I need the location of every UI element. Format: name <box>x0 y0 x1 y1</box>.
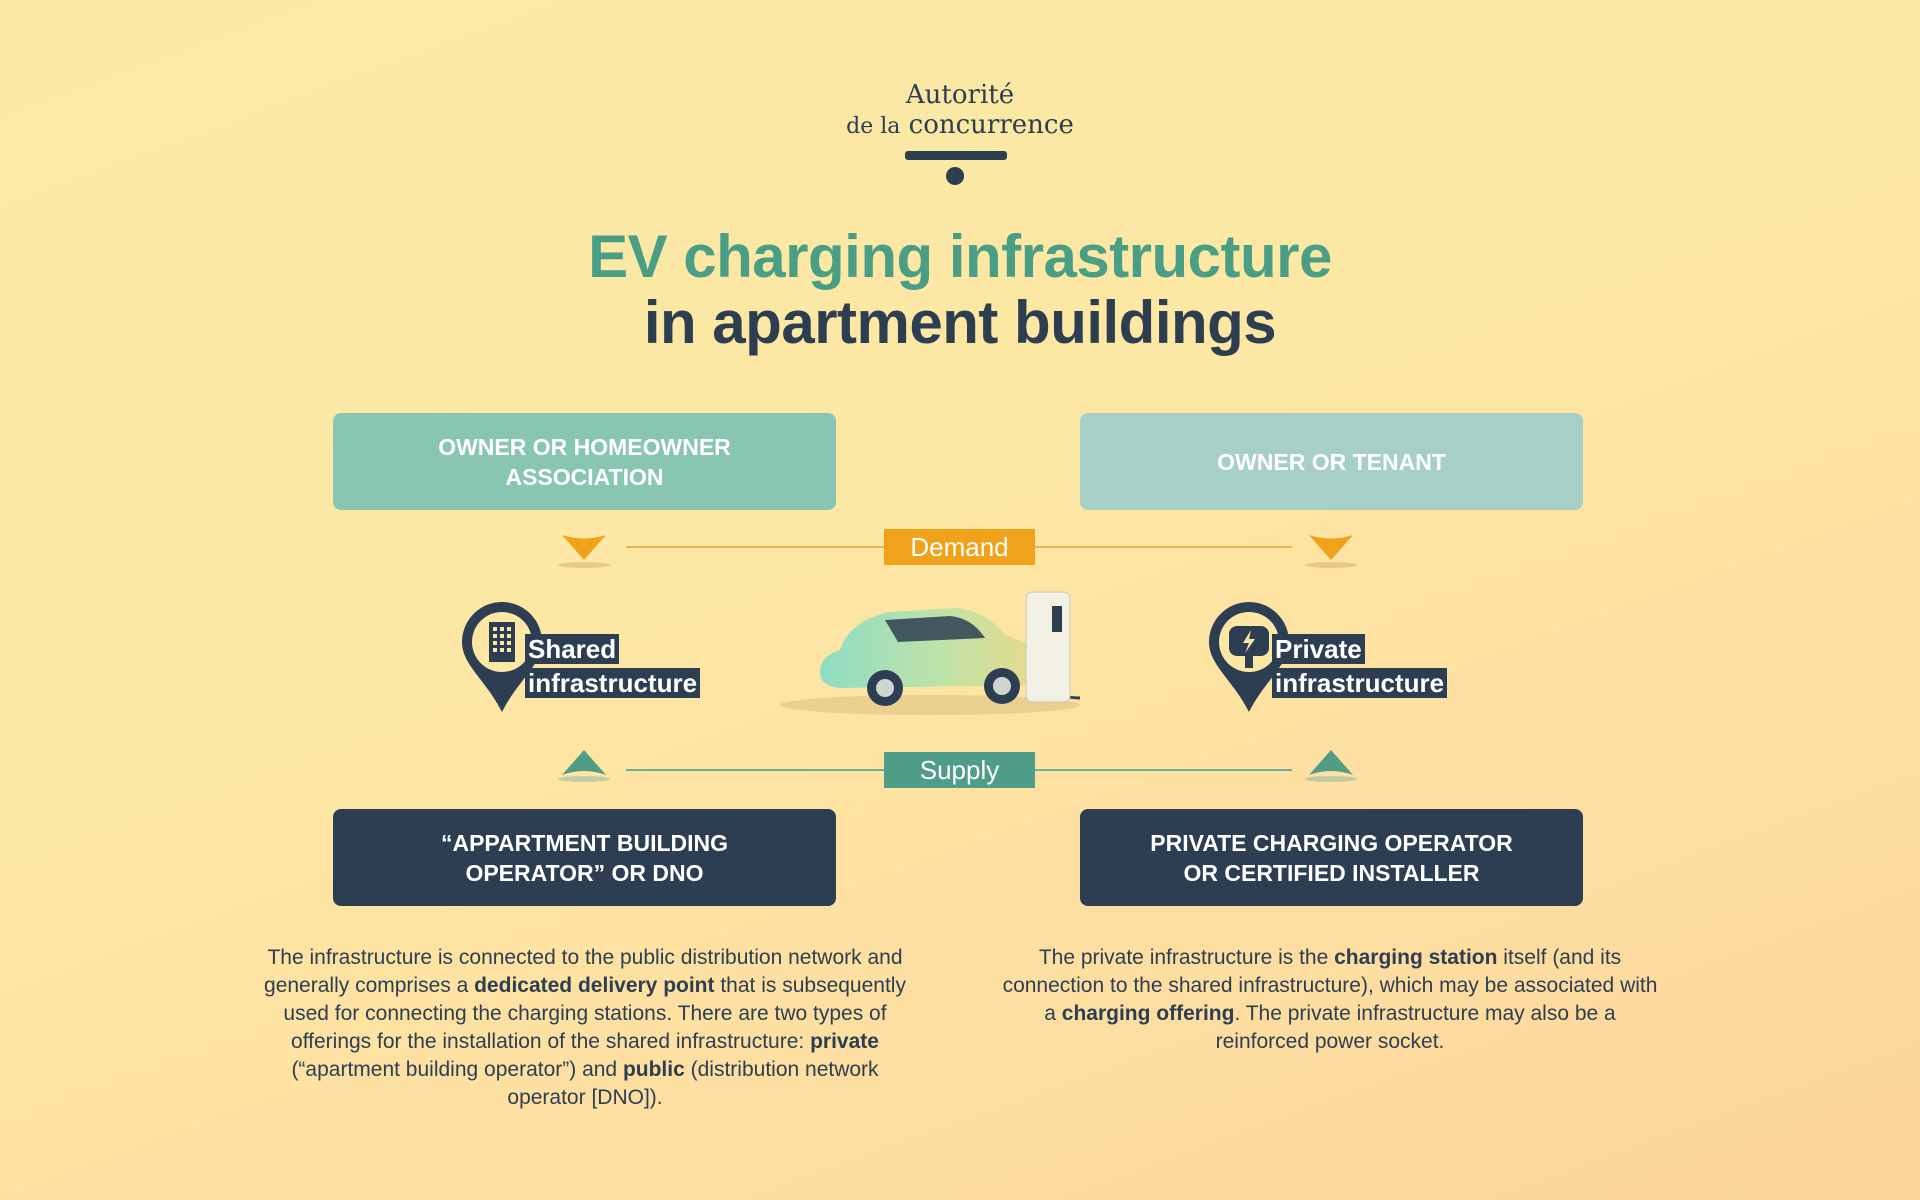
demand-label: Demand <box>884 529 1035 565</box>
building-operator-box: “APPARTMENT BUILDING OPERATOR” OR DNO <box>333 809 836 906</box>
chevron-up-icon <box>558 750 610 782</box>
desc-right-bold2: charging offering <box>1061 1002 1235 1025</box>
chevron-down-icon <box>558 535 610 568</box>
electric-car-illustration <box>780 591 1081 715</box>
private-infrastructure-label: Private infrastructure <box>1272 632 1448 700</box>
logo-line2: de la concurrence <box>840 110 1080 142</box>
desc-right-text2: itself (and its connection to the shared… <box>1002 946 1658 1025</box>
logo: Autorité de la concurrence <box>840 80 1080 190</box>
private-op-line2: OR CERTIFIED INSTALLER <box>1183 859 1480 886</box>
shared-infrastructure-description: The infrastructure is connected to the p… <box>255 944 915 1112</box>
logo-line2-large: concurrence <box>908 110 1074 140</box>
owner-hoa-line2: ASSOCIATION <box>505 463 664 490</box>
shared-label-line2: infrastructure <box>525 668 701 698</box>
private-label-line1: Private <box>1272 634 1365 664</box>
chevron-up-icon <box>1305 750 1357 782</box>
private-op-line1: PRIVATE CHARGING OPERATOR <box>1150 829 1513 856</box>
desc-left-text1: The infrastructure is connected to the p… <box>264 946 903 997</box>
desc-right-text1: The private infrastructure is the <box>1038 946 1335 969</box>
private-operator-box: PRIVATE CHARGING OPERATOR OR CERTIFIED IN… <box>1080 809 1583 906</box>
desc-right-text3: . The private infrastructure may also be… <box>1215 1002 1616 1053</box>
shared-infrastructure-label: Shared infrastructure <box>525 632 701 700</box>
chevron-down-icon <box>1305 535 1357 568</box>
owner-hoa-line1: OWNER OR HOMEOWNER <box>438 433 731 460</box>
desc-right-bold1: charging station <box>1334 946 1498 969</box>
owner-tenant-box: OWNER OR TENANT <box>1080 413 1583 510</box>
logo-dot <box>946 167 964 185</box>
charging-plug-icon <box>1209 602 1289 712</box>
shared-label-line1: Shared <box>525 634 620 664</box>
supply-label: Supply <box>884 752 1035 788</box>
desc-left-bold3: public <box>622 1058 685 1081</box>
building-icon <box>462 602 542 712</box>
desc-left-text2: that is subsequently used for connecting… <box>283 974 906 1053</box>
operator-line1: “APPARTMENT BUILDING <box>440 829 729 856</box>
logo-line2-small: de la <box>846 114 901 139</box>
logo-bar <box>905 151 1007 160</box>
desc-left-text4: (distribution network operator [DNO]). <box>507 1058 879 1109</box>
owner-tenant-label: OWNER OR TENANT <box>1217 448 1446 475</box>
desc-left-bold2: private <box>810 1030 879 1053</box>
desc-left-text3: (“apartment building operator”) and <box>291 1058 623 1081</box>
title-line2: in apartment buildings <box>643 289 1277 356</box>
private-label-line2: infrastructure <box>1272 668 1448 698</box>
desc-left-bold1: dedicated delivery point <box>474 974 715 997</box>
private-infrastructure-description: The private infrastructure is the chargi… <box>1000 944 1660 1056</box>
owner-hoa-box: OWNER OR HOMEOWNER ASSOCIATION <box>333 413 836 510</box>
logo-line1: Autorité <box>905 80 1015 110</box>
operator-line2: OPERATOR” OR DNO <box>465 859 704 886</box>
title-line1: EV charging infrastructure <box>588 223 1332 290</box>
